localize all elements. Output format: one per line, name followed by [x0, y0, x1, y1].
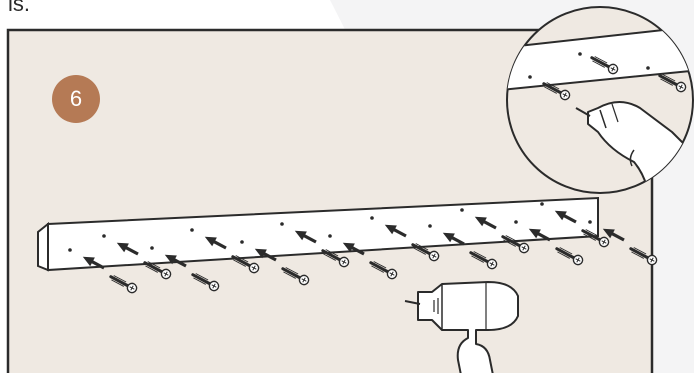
pilot-hole-icon — [150, 246, 154, 250]
drill-icon — [404, 281, 519, 373]
pilot-hole-icon — [540, 202, 544, 206]
pilot-hole-icon — [514, 220, 518, 224]
pilot-hole-icon — [240, 240, 244, 244]
step-number-badge: 6 — [52, 75, 100, 123]
pilot-hole-icon — [102, 234, 106, 238]
pilot-hole-icon — [190, 228, 194, 232]
pilot-hole-icon — [68, 248, 72, 252]
pilot-hole-icon — [280, 222, 284, 226]
pilot-hole-icon — [428, 224, 432, 228]
pilot-hole-icon — [370, 216, 374, 220]
pilot-hole-icon — [588, 220, 592, 224]
heading-fragment: is. — [8, 0, 30, 16]
pilot-hole-icon — [460, 208, 464, 212]
pilot-holes — [68, 202, 592, 252]
pilot-hole-icon — [328, 234, 332, 238]
